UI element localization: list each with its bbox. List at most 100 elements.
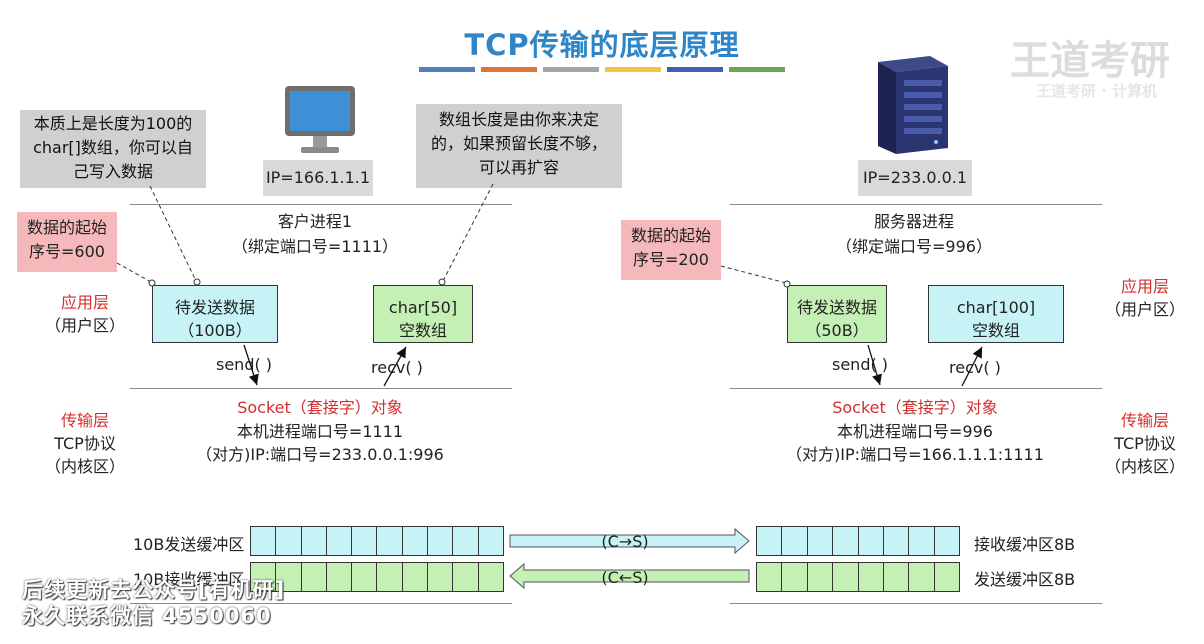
char-array-pointer-line: [149, 185, 197, 282]
buffer-cell: [453, 563, 479, 591]
c-from-s-arrow: [509, 562, 750, 590]
server-seq-pointer-line: [720, 265, 787, 284]
buffer-cell: [352, 527, 378, 555]
app-layer-label-right: 应用层 （用户区）: [1104, 277, 1185, 319]
page-title: TCP传输的底层原理: [464, 28, 740, 62]
client-socket-remote: （对方)IP:端口号=233.0.0.1:996: [196, 445, 444, 464]
note-char-array: 本质上是长度为100的 char[]数组，你可以自 己写入数据: [20, 110, 206, 188]
title-stripe: [729, 67, 785, 72]
client-recv-arrow: [383, 346, 407, 387]
buffer-cell: [909, 527, 935, 555]
buffer-cell: [276, 563, 302, 591]
server-socket-remote: （对方)IP:端口号=166.1.1.1:1111: [786, 445, 1044, 464]
buffer-cell: [858, 563, 884, 591]
server-recv-buffer-label: 接收缓冲区8B: [974, 535, 1076, 554]
server-socket-title: Socket（套接字）对象: [832, 398, 998, 417]
buffer-cell: [402, 527, 429, 555]
brand-logo: 王道考研: [1010, 38, 1170, 84]
buffer-cell: [833, 563, 859, 591]
buffer-cell: [352, 563, 378, 591]
computer-icon: [285, 86, 355, 153]
buffer-cell: [251, 527, 277, 555]
client-recv-buffer-label: 10B接收缓冲区: [133, 570, 245, 589]
client-process-port: （绑定端口号=1111）: [231, 237, 399, 256]
buffer-cell: [276, 527, 302, 555]
client-send-buffer-label: 10B发送缓冲区: [133, 535, 245, 554]
buffer-cell: [428, 527, 454, 555]
buffer-cell: [883, 563, 910, 591]
title-stripe: [605, 67, 661, 72]
server-recv-buffer: [756, 526, 960, 556]
server-process-port: （绑定端口号=996）: [836, 237, 992, 256]
watermark-line-1: 后续更新去公众号[有机研]: [22, 578, 286, 602]
server-icon: [878, 56, 948, 154]
server-send-label: send( ): [832, 355, 889, 374]
c-to-s-label: (C→S): [601, 532, 649, 551]
client-recv-buffer: [250, 562, 504, 592]
server-seq-pointer-dot: [783, 280, 791, 288]
title-stripe: [481, 67, 537, 72]
server-socket-local: 本机进程端口号=996: [837, 422, 993, 441]
server-recv-array-box: char[100] 空数组: [928, 285, 1064, 343]
server-send-data-box: 待发送数据 （50B）: [787, 285, 887, 343]
server-process-name: 服务器进程: [873, 212, 954, 231]
buffer-cell: [402, 563, 429, 591]
buffer-cell: [807, 563, 834, 591]
server-recv-label: recv( ): [949, 358, 1001, 377]
c-from-s-label: (C←S): [601, 568, 649, 587]
server-bottom-line: [730, 603, 1102, 604]
server-recv-arrow: [961, 346, 983, 387]
buffer-cell: [883, 527, 910, 555]
client-seq-pointer-line: [116, 262, 152, 283]
buffer-cell: [934, 527, 959, 555]
buffer-cell: [782, 527, 808, 555]
title-stripe: [543, 67, 599, 72]
buffer-cell: [934, 563, 959, 591]
buffer-cell: [757, 563, 783, 591]
client-process-name: 客户进程1: [277, 212, 353, 231]
title-stripe: [667, 67, 723, 72]
client-bottom-line: [130, 603, 512, 604]
buffer-cell: [377, 527, 403, 555]
client-send-buffer: [250, 526, 504, 556]
buffer-cell: [301, 527, 327, 555]
buffer-cell: [909, 563, 935, 591]
buffer-cell: [858, 527, 884, 555]
server-seq-note: 数据的起始 序号=200: [621, 220, 721, 280]
server-app-top-line: [730, 204, 1102, 205]
buffer-cell: [301, 563, 327, 591]
client-seq-pointer-dot: [148, 279, 156, 287]
watermark-line-2: 永久联系微信 4550060: [22, 604, 272, 628]
buffer-cell: [453, 527, 479, 555]
client-layer-divider: [130, 388, 512, 389]
buffer-cell: [782, 563, 808, 591]
app-layer-label-left: 应用层 （用户区）: [44, 293, 125, 335]
buffer-cell: [428, 563, 454, 591]
buffer-cell: [833, 527, 859, 555]
note-array-length: 数组长度是由你来决定 的，如果预留长度不够， 可以再扩容: [416, 104, 622, 188]
client-recv-label: recv( ): [371, 358, 423, 377]
buffer-cell: [478, 563, 503, 591]
client-send-arrow: [243, 344, 259, 386]
buffer-cell: [251, 563, 277, 591]
buffer-cell: [377, 563, 403, 591]
array-length-pointer-line: [442, 183, 494, 282]
server-ip: IP=233.0.0.1: [858, 160, 972, 196]
brand-logo-subtitle: 王道考研 · 计算机: [1036, 82, 1158, 100]
client-send-label: send( ): [216, 355, 273, 374]
client-socket-title: Socket（套接字）对象: [237, 398, 403, 417]
server-send-buffer-label: 发送缓冲区8B: [974, 570, 1076, 589]
char-array-pointer-dot: [193, 278, 201, 286]
server-send-arrow: [867, 344, 882, 386]
client-seq-note: 数据的起始 序号=600: [17, 212, 117, 272]
array-length-pointer-dot: [438, 278, 446, 286]
server-layer-divider: [730, 388, 1102, 389]
buffer-cell: [478, 527, 503, 555]
transport-layer-label-left: 传输层 TCP协议 （内核区）: [44, 411, 125, 476]
client-socket-local: 本机进程端口号=1111: [236, 422, 404, 441]
title-stripe: [419, 67, 475, 72]
buffer-cell: [326, 563, 353, 591]
client-app-top-line: [130, 204, 512, 205]
transport-layer-label-right: 传输层 TCP协议 （内核区）: [1104, 411, 1185, 476]
